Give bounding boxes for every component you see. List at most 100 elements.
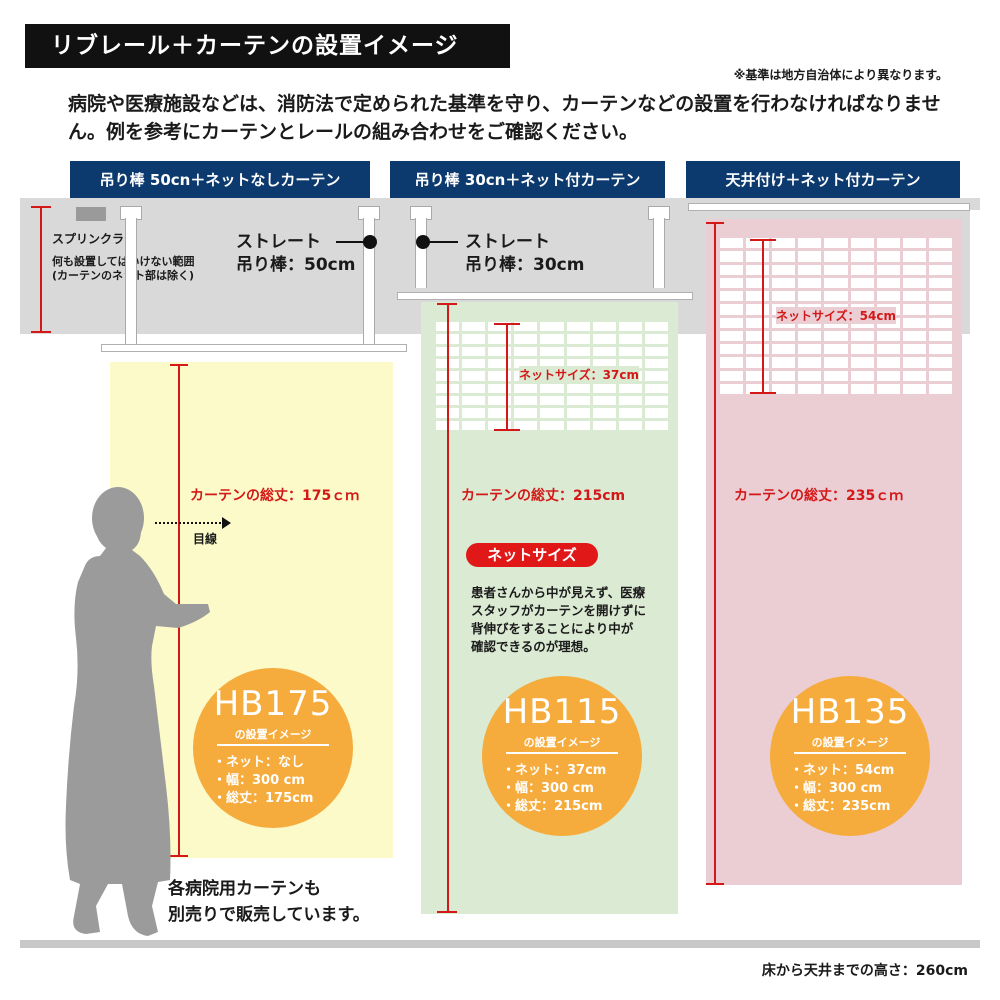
net-cell bbox=[850, 383, 874, 394]
net-cell bbox=[850, 357, 874, 368]
net-cell bbox=[592, 383, 616, 393]
net-cell bbox=[876, 330, 900, 341]
net-cell bbox=[592, 358, 616, 369]
net-cell bbox=[928, 383, 952, 394]
net-cell bbox=[566, 420, 590, 430]
net-cell bbox=[798, 383, 822, 394]
model-spec: ・ネット：54cm bbox=[790, 763, 895, 778]
net-cell bbox=[928, 251, 952, 262]
net-cell bbox=[902, 344, 926, 355]
net-cell bbox=[772, 330, 796, 341]
net-cell bbox=[488, 408, 512, 418]
net-cell bbox=[592, 322, 616, 332]
net-cell bbox=[514, 395, 538, 406]
net-cell bbox=[720, 304, 744, 315]
net-cell bbox=[720, 357, 744, 368]
net-description-line: 背伸びをすることにより中が bbox=[471, 621, 634, 636]
rod-label-50-line1: ストレート bbox=[236, 232, 321, 252]
rod-30-left bbox=[415, 218, 427, 288]
net-cell bbox=[514, 334, 538, 344]
net-cell bbox=[746, 264, 770, 275]
person-silhouette-icon bbox=[65, 487, 210, 936]
net-cell bbox=[902, 383, 926, 394]
net-cell bbox=[824, 238, 848, 249]
net-cell bbox=[644, 322, 668, 332]
height-tick-215-bottom bbox=[437, 911, 457, 913]
net-cell bbox=[746, 330, 770, 341]
eye-line-arrow-icon bbox=[222, 517, 231, 529]
net-cell bbox=[514, 408, 538, 418]
net-cell bbox=[798, 291, 822, 302]
net-cell bbox=[488, 334, 512, 344]
net-cell bbox=[772, 370, 796, 381]
sprinkler-icon bbox=[76, 207, 106, 221]
net-tick-54-top bbox=[750, 239, 776, 241]
model-spec: ・幅：300 cm bbox=[213, 773, 305, 788]
net-cell bbox=[850, 251, 874, 262]
net-cell bbox=[488, 395, 512, 406]
net-cell bbox=[876, 344, 900, 355]
net-cell bbox=[566, 358, 590, 369]
net-description: 患者さんから中が見えず、医療 スタッフがカーテンを開けずに 背伸びをすることによ… bbox=[471, 584, 646, 656]
net-cell bbox=[566, 346, 590, 356]
net-cell bbox=[746, 251, 770, 262]
height-line-235 bbox=[714, 222, 716, 884]
net-cell bbox=[902, 370, 926, 381]
net-cell bbox=[514, 346, 538, 356]
net-cell bbox=[618, 334, 642, 344]
net-cell bbox=[540, 334, 564, 344]
net-cell bbox=[746, 383, 770, 394]
net-cell bbox=[902, 251, 926, 262]
net-cell bbox=[928, 330, 952, 341]
net-cell bbox=[746, 277, 770, 288]
model-divider bbox=[506, 752, 618, 754]
net-tick-37-top bbox=[494, 323, 520, 325]
model-spec: ・総丈：175cm bbox=[213, 791, 314, 806]
net-cell bbox=[928, 317, 952, 328]
tag-rod-50: 吊り棒 50cn＋ネットなしカーテン bbox=[70, 161, 370, 199]
net-cell bbox=[746, 304, 770, 315]
net-cell bbox=[488, 358, 512, 369]
net-cell bbox=[902, 238, 926, 249]
net-size-badge: ネットサイズ bbox=[466, 543, 598, 567]
ceiling-height-note: 床から天井までの高さ：260cm bbox=[761, 963, 968, 979]
rod-label-50-dot bbox=[363, 235, 377, 249]
intro-text: 病院や医療施設などは、消防法で定められた基準を守り、カーテンなどの設置を行わなけ… bbox=[68, 93, 941, 143]
height-tick-175-bottom bbox=[170, 855, 188, 857]
net-cell bbox=[592, 334, 616, 344]
net-cell bbox=[772, 251, 796, 262]
model-spec: ・総丈：215cm bbox=[502, 799, 603, 814]
model-circle-hb115: HB115 の設置イメージ ・ネット：37cm ・幅：300 cm ・総丈：21… bbox=[482, 676, 642, 836]
height-tick-215-top bbox=[437, 303, 457, 305]
net-cell bbox=[850, 238, 874, 249]
net-cell bbox=[618, 383, 642, 393]
eye-line bbox=[155, 522, 225, 524]
net-cell bbox=[928, 344, 952, 355]
net-cell bbox=[746, 291, 770, 302]
net-cell bbox=[876, 238, 900, 249]
net-cell bbox=[462, 322, 486, 332]
net-line-37 bbox=[506, 323, 508, 430]
model-circle-hb175: HB175 の設置イメージ ・ネット：なし ・幅：300 cm ・総丈：175c… bbox=[193, 668, 353, 828]
net-size-37: ネットサイズ：37cm bbox=[519, 366, 639, 383]
net-cell bbox=[514, 420, 538, 430]
rail-middle bbox=[397, 292, 693, 300]
net-cell bbox=[798, 357, 822, 368]
net-cell bbox=[746, 317, 770, 328]
net-cell bbox=[824, 344, 848, 355]
net-cell bbox=[928, 291, 952, 302]
net-cell bbox=[462, 334, 486, 344]
rod-label-30-line2: 吊り棒：30cm bbox=[465, 255, 585, 275]
net-cell bbox=[592, 346, 616, 356]
net-cell bbox=[824, 251, 848, 262]
net-cell bbox=[772, 264, 796, 275]
net-cell bbox=[876, 291, 900, 302]
net-cell bbox=[902, 330, 926, 341]
rod-label-50-leader bbox=[336, 241, 366, 243]
net-cell bbox=[876, 383, 900, 394]
net-cell bbox=[824, 291, 848, 302]
rail-left bbox=[101, 344, 407, 352]
net-cell bbox=[772, 291, 796, 302]
net-cell bbox=[824, 370, 848, 381]
net-cell bbox=[720, 238, 744, 249]
